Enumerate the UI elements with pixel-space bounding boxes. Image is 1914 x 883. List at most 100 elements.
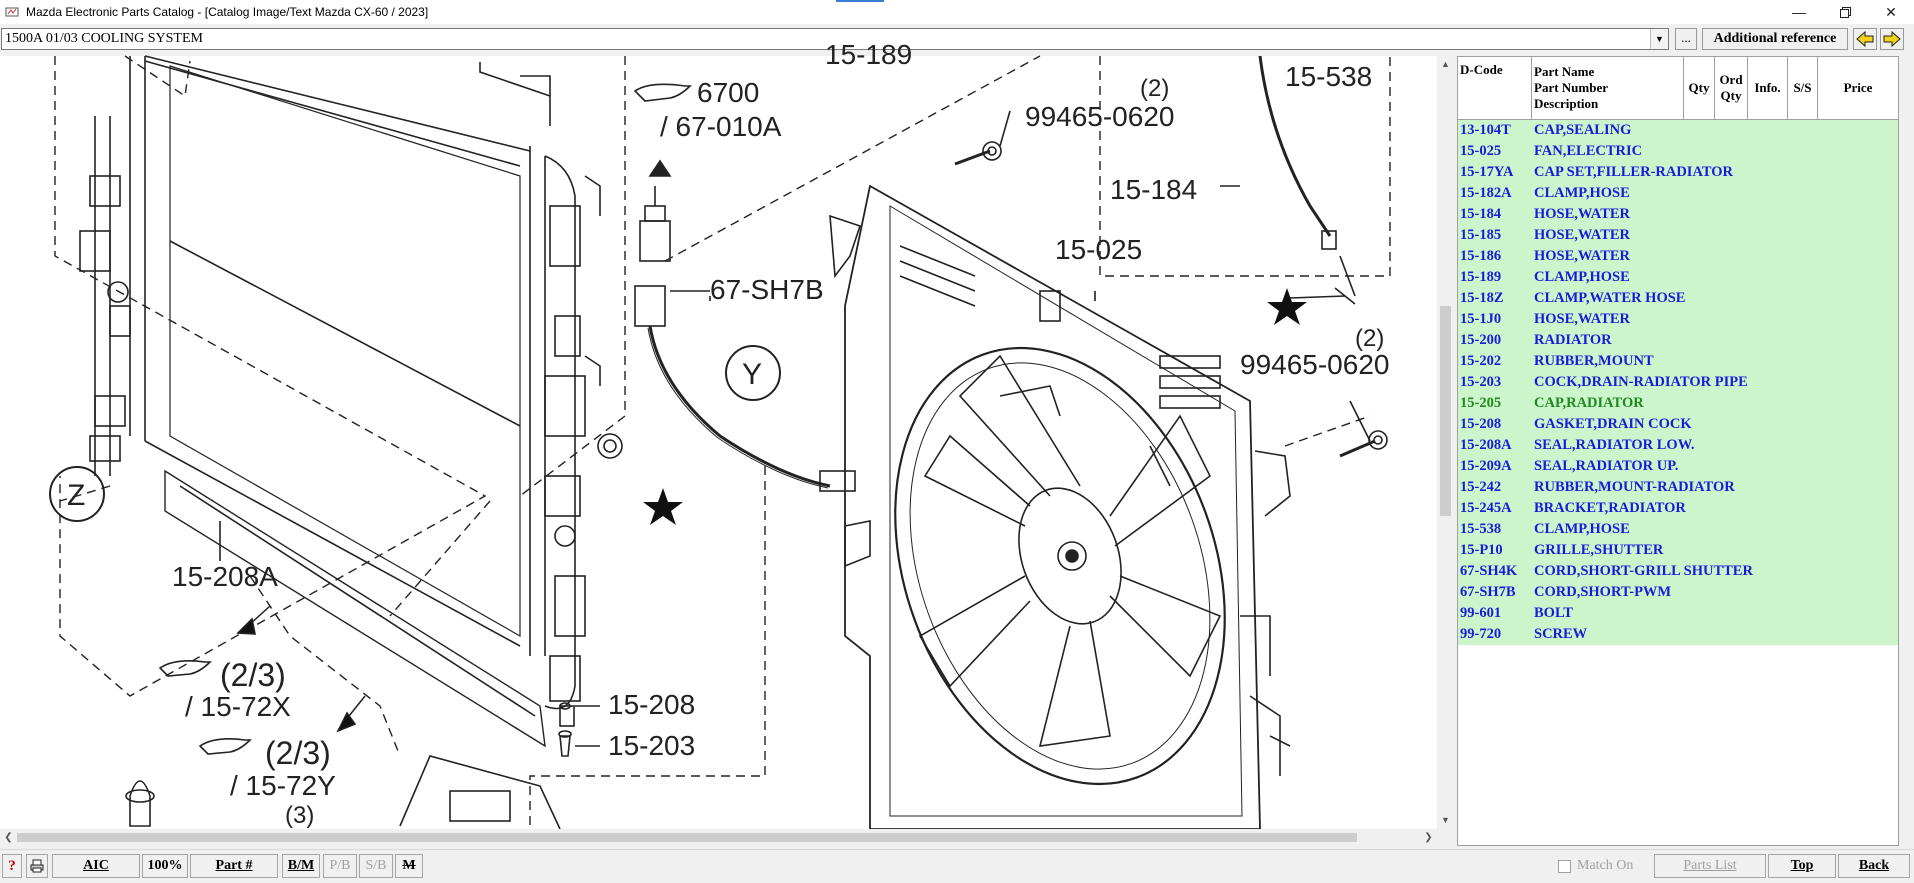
printer-icon (30, 859, 44, 873)
diagram-vertical-scrollbar[interactable]: ▲ ▼ (1437, 56, 1454, 829)
callout-qty-3: (3) (285, 802, 314, 829)
callout-15-203: 15-203 (608, 730, 695, 761)
scroll-up-icon[interactable]: ▲ (1441, 59, 1450, 69)
row-dcode: 15-208A (1460, 437, 1512, 453)
browse-button[interactable]: ... (1675, 28, 1697, 50)
row-dcode: 15-189 (1460, 269, 1502, 285)
back-button[interactable]: Back (1838, 854, 1910, 878)
row-dcode: 15-245A (1460, 500, 1512, 516)
header-dcode[interactable]: D-Code (1458, 57, 1532, 119)
diagram-horizontal-scrollbar[interactable]: ❮ ❯ (0, 829, 1437, 846)
sb-button[interactable]: S/B (359, 854, 393, 878)
row-part-name: HOSE,WATER (1534, 311, 1631, 327)
row-dcode: 13-104T (1460, 122, 1511, 138)
pb-button[interactable]: P/B (323, 854, 357, 878)
part-number-button[interactable]: Part # (190, 854, 278, 878)
window-title: Mazda Electronic Parts Catalog - [Catalo… (26, 5, 429, 19)
table-row[interactable]: 15-202 RUBBER,MOUNT (1458, 351, 1898, 372)
row-part-name: CLAMP,WATER HOSE (1534, 290, 1686, 306)
header-ord-qty[interactable]: Ord Qty (1715, 57, 1748, 119)
scroll-right-icon[interactable]: ❯ (1424, 832, 1433, 843)
match-on-checkbox[interactable]: Match On (1558, 858, 1633, 874)
match-on-check-box[interactable] (1558, 859, 1571, 873)
zoom-button[interactable]: 100% (142, 854, 188, 878)
row-part-name: HOSE,WATER (1534, 248, 1631, 264)
header-part-name[interactable]: Part Name Part Number Description (1532, 57, 1684, 119)
header-info[interactable]: Info. (1748, 57, 1788, 119)
chevron-down-icon[interactable]: ▼ (1650, 29, 1668, 49)
row-dcode: 15-17YA (1460, 164, 1514, 180)
m-button[interactable]: M (395, 854, 423, 878)
row-dcode: 15-182A (1460, 185, 1512, 201)
header-ord-qty-line2: Qty (1720, 88, 1742, 103)
row-dcode: 67-SH7B (1460, 584, 1516, 600)
title-accent (836, 0, 884, 2)
row-dcode: 15-184 (1460, 206, 1502, 222)
restore-icon[interactable] (1822, 0, 1868, 24)
row-dcode: 15-202 (1460, 353, 1502, 369)
horizontal-scroll-thumb[interactable] (17, 833, 1357, 842)
vertical-scroll-thumb[interactable] (1440, 306, 1451, 516)
previous-button[interactable] (1853, 28, 1877, 50)
table-row[interactable]: 15-200 RADIATOR (1458, 330, 1898, 351)
scroll-down-icon[interactable]: ▼ (1441, 815, 1450, 825)
top-button[interactable]: Top (1768, 854, 1836, 878)
parts-diagram[interactable]: 6700 / 67-010A 15-189 99465-0620 (2) 15-… (0, 39, 1437, 830)
print-button[interactable] (26, 854, 48, 878)
callout-view-z: Z (67, 479, 85, 512)
parts-list-button[interactable]: Parts List (1654, 854, 1766, 878)
arrow-left-icon (1856, 30, 1874, 48)
header-ord-qty-line1: Ord (1719, 72, 1743, 87)
callout-15-025: 15-025 (1055, 234, 1142, 265)
aic-button[interactable]: AIC (52, 854, 140, 878)
table-row[interactable]: 15-17YA CAP SET,FILLER-RADIATOR (1458, 162, 1898, 183)
row-dcode: 15-200 (1460, 332, 1502, 348)
row-part-name: BOLT (1534, 605, 1573, 621)
row-dcode: 67-SH4K (1460, 563, 1518, 579)
header-qty[interactable]: Qty (1684, 57, 1715, 119)
row-part-name: GRILLE,SHUTTER (1534, 542, 1664, 558)
scroll-left-icon[interactable]: ❮ (4, 832, 13, 843)
help-icon[interactable]: ? (2, 854, 22, 878)
row-part-name: GASKET,DRAIN COCK (1534, 416, 1692, 432)
next-button[interactable] (1880, 28, 1904, 50)
row-part-name: RUBBER,MOUNT (1534, 353, 1654, 369)
match-on-label: Match On (1577, 858, 1634, 873)
close-icon[interactable]: ✕ (1885, 3, 1897, 20)
section-dropdown[interactable]: 1500A 01/03 COOLING SYSTEM ▼ (1, 28, 1669, 50)
additional-reference-button[interactable]: Additional reference (1702, 28, 1848, 50)
callout-15-208: 15-208 (608, 689, 695, 720)
row-part-name: RADIATOR (1534, 332, 1612, 348)
title-bar: Mazda Electronic Parts Catalog - [Catalo… (0, 0, 1914, 24)
minimize-icon[interactable]: — (1792, 4, 1806, 20)
header-ss[interactable]: S/S (1788, 57, 1818, 119)
row-part-name: CAP SET,FILLER-RADIATOR (1534, 164, 1734, 180)
bm-button[interactable]: B/M (282, 854, 320, 878)
header-price[interactable]: Price (1843, 80, 1873, 95)
row-part-name: HOSE,WATER (1534, 227, 1631, 243)
row-part-name: SCREW (1534, 626, 1588, 642)
row-dcode: 15-205 (1460, 395, 1502, 411)
